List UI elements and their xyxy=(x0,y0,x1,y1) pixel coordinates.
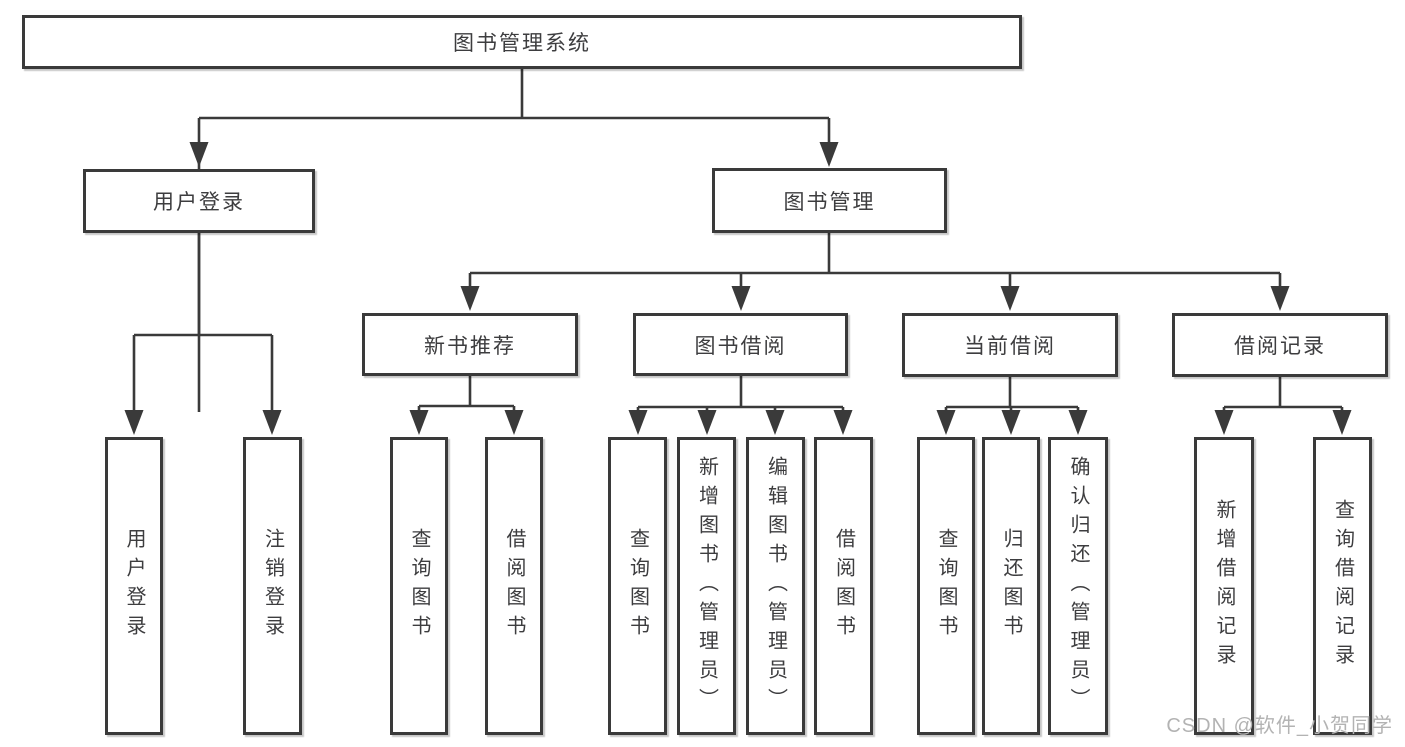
node-new-book-recommend: 新书推荐 xyxy=(362,313,578,376)
leaf-query-books-current: 查询图书 xyxy=(917,437,975,735)
csdn-watermark: CSDN @软件_小贺同学 xyxy=(1166,715,1393,737)
node-book-management: 图书管理 xyxy=(712,168,947,233)
leaf-query-borrow-record: 查询借阅记录 xyxy=(1313,437,1372,735)
node-book-borrowing: 图书借阅 xyxy=(633,313,848,376)
connector-borrowing-records xyxy=(1222,377,1344,410)
connector-current-borrowing xyxy=(944,377,1080,410)
connector-new-book-recommend xyxy=(417,376,516,410)
leaf-edit-books-admin: 编辑图书（管理员） xyxy=(746,437,805,735)
connector-user-login xyxy=(132,233,274,410)
leaf-add-books-admin: 新增图书（管理员） xyxy=(677,437,736,735)
node-root: 图书管理系统 xyxy=(22,15,1022,69)
leaf-logout: 注销登录 xyxy=(243,437,302,735)
node-borrowing-records: 借阅记录 xyxy=(1172,313,1388,377)
leaf-query-books-borrowing: 查询图书 xyxy=(608,437,667,735)
leaf-return-books: 归还图书 xyxy=(982,437,1040,735)
connector-book-management xyxy=(468,233,1282,286)
leaf-confirm-return-admin: 确认归还（管理员） xyxy=(1048,437,1108,735)
leaf-user-login: 用户登录 xyxy=(105,437,163,735)
leaf-borrow-books-recommend: 借阅图书 xyxy=(485,437,543,735)
node-user-login: 用户登录 xyxy=(83,169,315,233)
leaf-borrow-books-borrowing: 借阅图书 xyxy=(814,437,873,735)
leaf-add-borrow-record: 新增借阅记录 xyxy=(1194,437,1254,735)
leaf-query-books-recommend: 查询图书 xyxy=(390,437,448,735)
connector-book-borrowing xyxy=(636,376,845,410)
node-current-borrowing: 当前借阅 xyxy=(902,313,1118,377)
